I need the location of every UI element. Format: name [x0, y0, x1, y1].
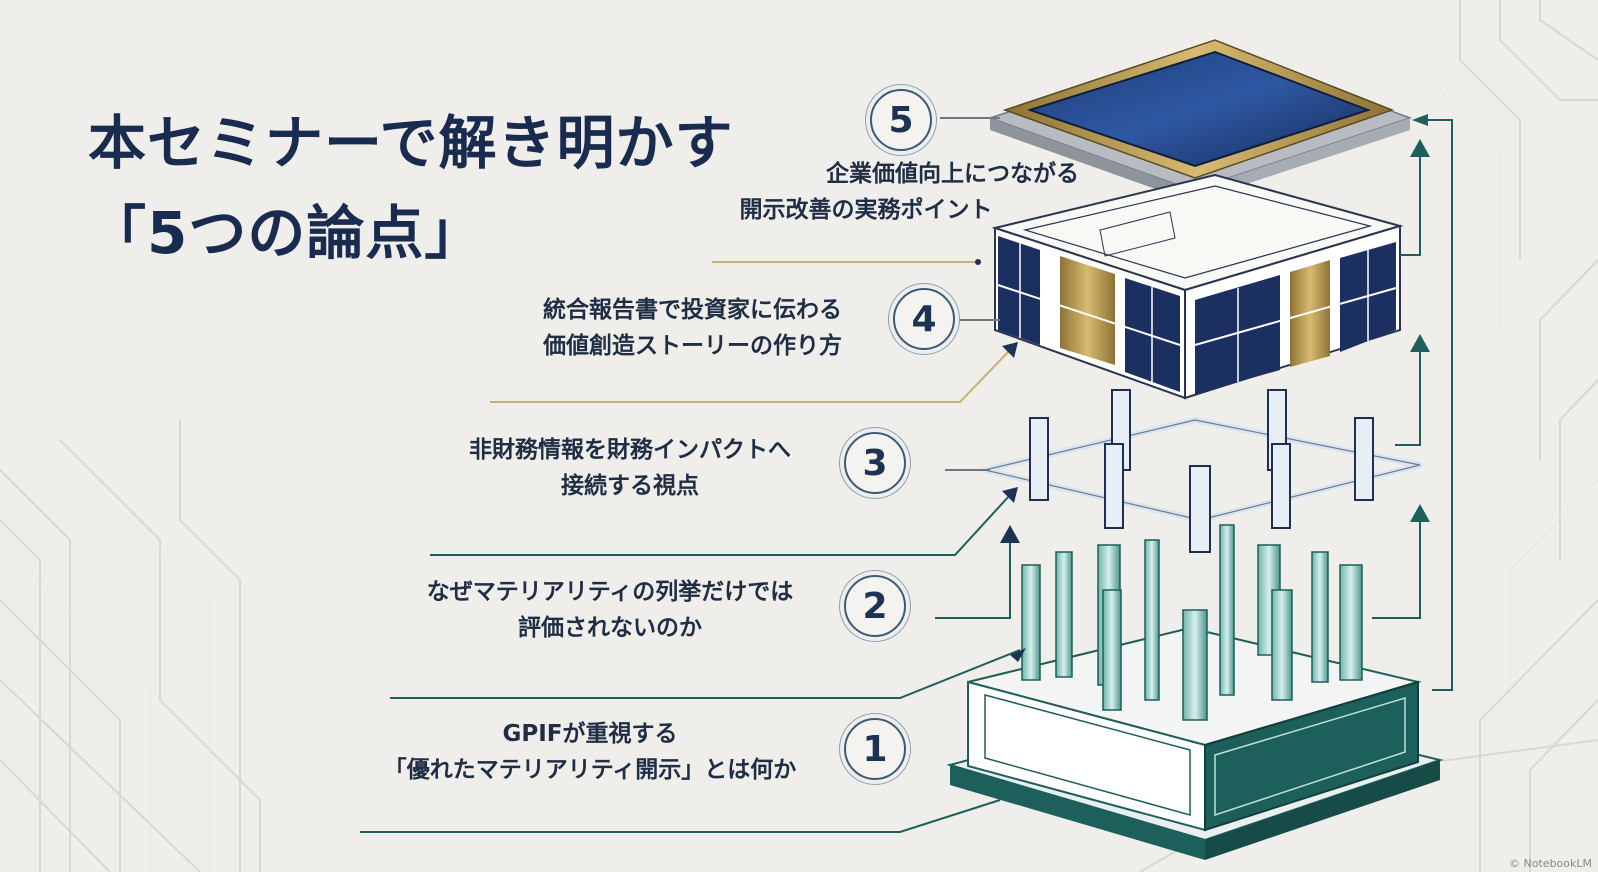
page-title-line1: 本セミナーで解き明かす	[88, 96, 734, 180]
point-4-line1: 統合報告書で投資家に伝わる	[505, 292, 880, 328]
point-2-label: なぜマテリアリティの列挙だけでは 評価されないのか	[390, 574, 830, 646]
point-3-label: 非財務情報を財務インパクトへ 接続する視点	[440, 432, 820, 504]
point-4-label: 統合報告書で投資家に伝わる 価値創造ストーリーの作り方	[505, 292, 880, 364]
building-layer	[995, 175, 1400, 398]
frame-grid-layer	[985, 390, 1420, 552]
point-2-line2: 評価されないのか	[390, 610, 830, 646]
point-5-line1: 企業価値向上につながる	[706, 156, 1026, 192]
point-4-badge: 4	[893, 288, 955, 350]
point-2-badge: 2	[844, 575, 906, 637]
point-1-line1: GPIFが重視する	[355, 716, 825, 752]
point-1-label: GPIFが重視する 「優れたマテリアリティ開示」とは何か	[355, 716, 825, 788]
point-3-line1: 非財務情報を財務インパクトへ	[440, 432, 820, 468]
point-5-label: 企業価値向上につながる 開示改善の実務ポイント	[706, 156, 1026, 228]
point-5-badge: 5	[870, 89, 932, 151]
point-3-line2: 接続する視点	[440, 468, 820, 504]
point-2-line1: なぜマテリアリティの列挙だけでは	[390, 574, 830, 610]
point-3-badge: 3	[844, 432, 906, 494]
copyright-text: © NotebookLM	[1509, 857, 1592, 870]
point-5-line2: 開示改善の実務ポイント	[706, 192, 1026, 228]
point-4-line2: 価値創造ストーリーの作り方	[505, 328, 880, 364]
page-title-line2: 「5つの論点」	[88, 186, 483, 270]
point-1-line2: 「優れたマテリアリティ開示」とは何か	[355, 752, 825, 788]
point-1-badge: 1	[844, 718, 906, 780]
right-connector-arrows	[1372, 120, 1452, 690]
